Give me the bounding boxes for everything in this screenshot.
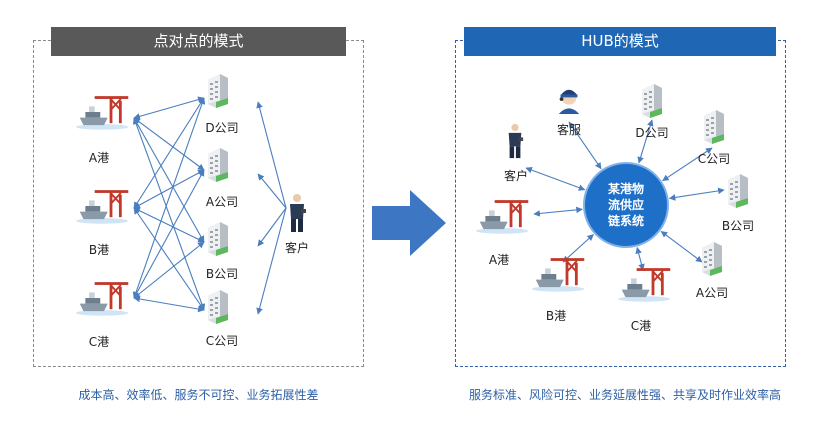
hub-line-2: 流供应 — [608, 197, 644, 212]
company-a-label: A公司 — [206, 195, 238, 209]
hub-node: 某港物 流供应 链系统 — [583, 162, 669, 248]
customer-icon — [290, 194, 306, 232]
port-company-arrow-0-1 — [133, 117, 205, 171]
port-c: C港 — [76, 281, 130, 349]
right-company-a: A公司 — [696, 242, 728, 300]
customer-company-arrow-1 — [257, 173, 287, 209]
port-company-arrow-2-2 — [133, 241, 205, 299]
port-b-label: B港 — [89, 243, 109, 257]
customer-icon — [508, 123, 524, 159]
service-agent-icon — [558, 89, 580, 114]
service-node: 客服 — [557, 89, 581, 137]
hub-line-1: 某港物 — [608, 181, 644, 196]
port-b-icon — [76, 189, 130, 225]
right-company-c: C公司 — [698, 110, 730, 166]
company-d: D公司 — [205, 74, 239, 135]
port-a: A港 — [76, 95, 130, 165]
right-port-b: B港 — [532, 257, 586, 323]
right-port-a: A港 — [476, 199, 530, 267]
port-c-icon — [76, 281, 130, 317]
customer-company-arrow-3 — [256, 207, 287, 315]
port-c-label: C港 — [89, 335, 109, 349]
hub-arrow-3 — [525, 166, 586, 191]
right-port-b-label: B港 — [546, 309, 566, 323]
right-port-c-label: C港 — [631, 319, 651, 333]
right-company-b-label: B公司 — [722, 219, 754, 233]
port-a-label: A港 — [89, 151, 109, 165]
port-company-arrow-2-3 — [133, 295, 205, 313]
left-caption: 成本高、效率低、服务不可控、业务拓展性差 — [78, 388, 319, 402]
port-company-arrow-2-0 — [132, 97, 206, 299]
right-customer: 客户 — [504, 123, 528, 183]
hub-arrow-5 — [533, 206, 583, 217]
right-port-a-label: A港 — [489, 253, 509, 267]
right-customer-label: 客户 — [504, 168, 528, 183]
left-customer-label: 客户 — [285, 240, 309, 255]
building-icon — [642, 84, 662, 118]
building-icon — [208, 74, 228, 108]
right-panel-title: HUB的模式 — [464, 27, 776, 56]
hub-line-3: 链系统 — [608, 213, 644, 228]
customer-company-arrow-2 — [257, 207, 287, 247]
port-company-arrow-0-3 — [132, 117, 206, 311]
right-caption: 服务标准、风险可控、业务延展性强、共享及时作业效率高 — [468, 388, 781, 402]
service-label: 客服 — [557, 122, 581, 137]
left-panel-title: 点对点的模式 — [51, 27, 346, 56]
building-icon — [208, 148, 228, 182]
customer-company-arrow-0 — [256, 101, 287, 209]
hub-arrow-2 — [662, 147, 713, 182]
right-company-d-label: D公司 — [635, 126, 668, 140]
hub-arrow-8 — [635, 246, 645, 271]
company-a: A公司 — [206, 148, 238, 209]
building-icon — [208, 222, 228, 256]
hub-arrow-1 — [637, 119, 654, 164]
company-b: B公司 — [206, 222, 238, 281]
company-c: C公司 — [206, 290, 238, 348]
right-company-c-label: C公司 — [698, 152, 730, 166]
company-d-label: D公司 — [205, 121, 238, 135]
company-b-label: B公司 — [206, 267, 238, 281]
transition-arrow-icon — [372, 190, 446, 256]
building-icon — [208, 290, 228, 324]
hub-arrow-4 — [668, 187, 725, 201]
hub-arrow-7 — [562, 234, 594, 263]
building-icon — [702, 242, 722, 276]
left-customer: 客户 — [285, 194, 309, 255]
port-b: B港 — [76, 189, 130, 257]
port-a-icon — [76, 95, 130, 131]
right-company-d: D公司 — [635, 84, 669, 140]
left-connection-lines — [132, 96, 287, 315]
right-port-c: C港 — [618, 267, 672, 333]
port-a-icon — [476, 199, 530, 235]
right-connection-lines — [525, 119, 725, 271]
port-c-icon — [618, 267, 672, 303]
port-b-icon — [532, 257, 586, 293]
building-icon — [704, 110, 724, 144]
hub-arrow-6 — [660, 230, 703, 263]
company-c-label: C公司 — [206, 334, 238, 348]
hub-arrow-0 — [568, 121, 602, 170]
building-icon — [728, 174, 748, 208]
right-company-b: B公司 — [722, 174, 754, 233]
right-company-a-label: A公司 — [696, 286, 728, 300]
